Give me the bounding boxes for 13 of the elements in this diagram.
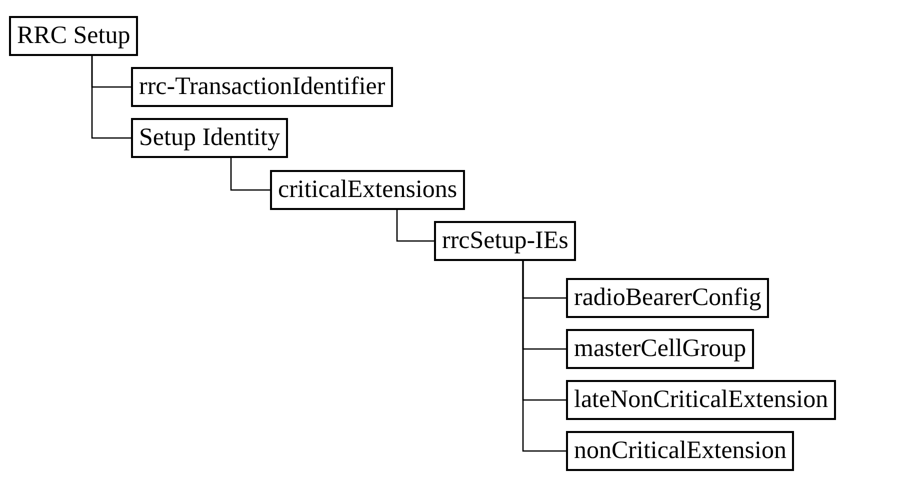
tree-node-box: nonCriticalExtension (566, 431, 794, 471)
tree-node-box: rrcSetup-IEs (434, 221, 576, 261)
tree-connector (522, 261, 566, 452)
tree-node-box: Setup Identity (131, 118, 288, 158)
tree-node-box: lateNonCriticalExtension (566, 380, 836, 420)
tree-connector (91, 56, 131, 139)
tree-node-box: criticalExtensions (270, 170, 466, 210)
tree-node-box: rrc-TransactionIdentifier (131, 67, 394, 107)
tree-connector (396, 210, 434, 242)
tree-node-box: masterCellGroup (566, 329, 754, 369)
tree-node-box: radioBearerConfig (566, 278, 770, 318)
tree-node-box: RRC Setup (9, 16, 138, 56)
tree-connector (230, 158, 270, 191)
